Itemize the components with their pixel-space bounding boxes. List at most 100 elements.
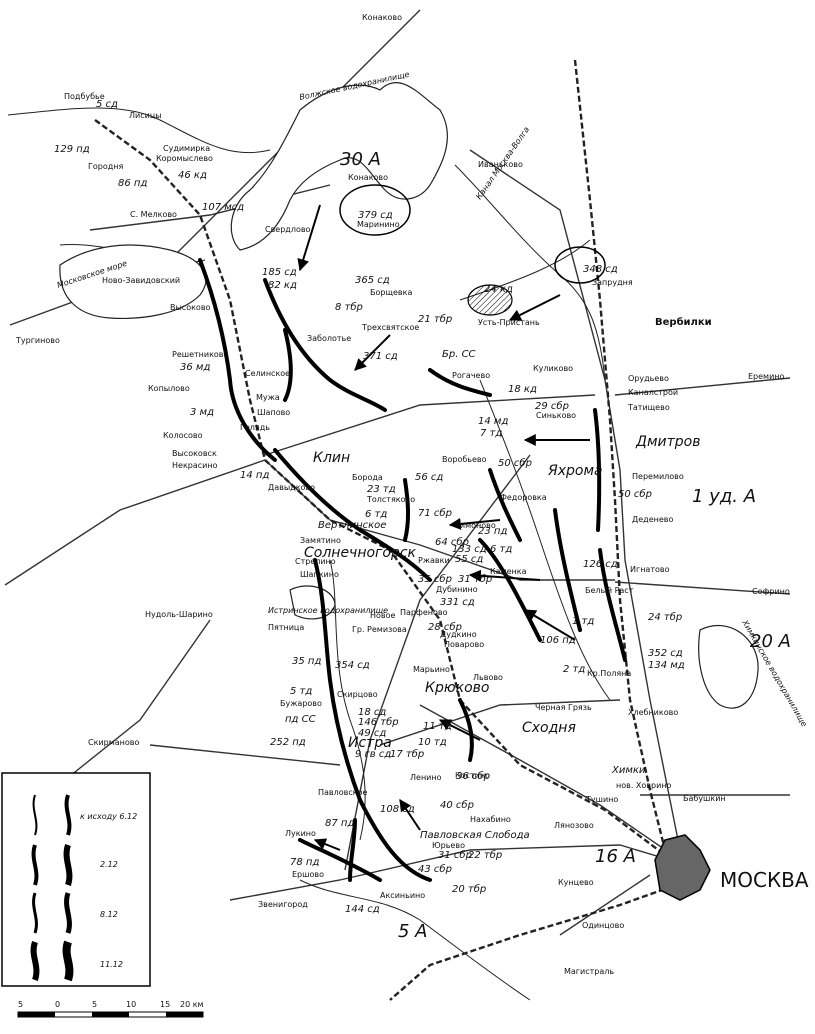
place-label: Деденево (632, 515, 673, 524)
place-label: Усть-Пристань (478, 318, 540, 327)
unit-379-circle (339, 184, 411, 236)
unit-label: 2 тд (563, 664, 585, 675)
place-label: Воробьево (442, 455, 487, 464)
place-label: Звенигород (258, 900, 308, 909)
army-30: 30 А (340, 149, 381, 170)
frontlines (198, 258, 627, 882)
place-label: Дубинино (436, 585, 478, 594)
place-label: Парфеново (400, 608, 448, 617)
unit-label: 9 гв сд (355, 749, 391, 760)
legend-label: к исходу 6.12 (80, 812, 137, 821)
place-label: Куликово (533, 364, 573, 373)
unit-label: 14 пд (240, 470, 269, 481)
legend: к исходу 6.12 2.12 8.12 11.12 (1, 772, 151, 987)
place-labels: Конаково Конаково Иваньково Свердлово Ма… (15, 13, 790, 976)
unit-label: 252 пд (270, 737, 306, 748)
place-label: Гр. Ремизова (352, 625, 407, 634)
place-label: Костино (455, 771, 490, 780)
unit-label: 144 сд (345, 904, 380, 915)
unit-label: 1 тд (572, 616, 594, 627)
unit-label: 365 сд (355, 275, 390, 286)
unit-label: 36 сбр (456, 770, 490, 782)
place-label: Софрино (752, 587, 790, 596)
legend-swatch-black (63, 844, 73, 886)
place-label: Городня (88, 162, 124, 171)
unit-label: 14 мд (478, 416, 508, 427)
unit-label: 43 сбр (418, 863, 452, 875)
legend-swatch-red (30, 940, 40, 981)
place-label: Некрасино (172, 461, 218, 470)
place-label: Голядь (240, 423, 270, 432)
unit-label: 18 сд (358, 707, 386, 718)
unit-label: 6 тд (365, 509, 387, 520)
scale-tick: 0 (55, 1000, 60, 1009)
legend-item: 11.12 (30, 940, 123, 982)
unit-label: 8 тбр (335, 301, 363, 313)
unit-label: 106 пд (540, 635, 576, 646)
unit-label: 3 мд (190, 407, 214, 418)
unit-label: 56 сд (415, 472, 443, 483)
army-1ud: 1 уд. А (692, 486, 756, 507)
place-label: Орудьево (628, 374, 669, 383)
place-label: Перемилово (632, 472, 684, 481)
place-label: Львово (473, 673, 503, 682)
unit-label: 185 сд (262, 267, 297, 278)
place-label: Гимоново (455, 521, 496, 530)
place-label: нов. Ховрино (616, 781, 672, 790)
unit-label: 11 тд (423, 721, 452, 732)
unit-label: 5 тд (290, 686, 312, 697)
place-label: Высоковск (172, 449, 217, 458)
place-label: Федоровка (500, 493, 547, 502)
unit-label: 55 сд (455, 554, 483, 565)
place-label: Бабушкин (683, 794, 726, 803)
unit-label: 24 кд (484, 284, 513, 295)
place-label: Тургиново (15, 336, 60, 345)
unit-label: 49 сд (358, 728, 386, 739)
unit-label: 78 пд (290, 857, 319, 868)
legend-item: к исходу 6.12 (32, 794, 137, 836)
unit-label: 18 кд (508, 384, 537, 395)
place-label: Свердлово (265, 225, 311, 234)
legend-swatch-black (64, 794, 72, 836)
unit-label: 17 тбр (390, 748, 424, 760)
legend-label: 8.12 (100, 910, 118, 919)
place-label: Ершово (292, 870, 324, 879)
unit-label: 29 сбр (535, 400, 569, 412)
place-label: Татищево (627, 403, 670, 412)
unit-label: 352 сд (648, 648, 683, 659)
place-label: Лисицы (129, 111, 162, 120)
unit-label: 50 сбр (498, 457, 532, 469)
scale-tick: 5 (18, 1000, 23, 1009)
unit-label: 379 сд (358, 210, 393, 221)
unit-label: 126 сд (583, 559, 618, 570)
place-label: Борщевка (370, 288, 412, 297)
place-label: Новое (370, 611, 396, 620)
place-label: Нудоль-Шарино (145, 610, 213, 619)
unit-label: 31 сбр (438, 849, 472, 861)
place-label: Заболотье (307, 334, 351, 343)
place-label: Магистраль (564, 967, 614, 976)
place-label: Павловское (318, 788, 367, 797)
city-solnechnogorsk: Солнечногорск (304, 545, 417, 561)
city-klin: Клин (313, 450, 350, 466)
city-dmitrov: Дмитров (635, 434, 700, 450)
unit-label: 134 мд (648, 660, 685, 671)
city-khimki: Химки (611, 765, 646, 776)
place-label: Лянозово (554, 821, 594, 830)
place-label: Черная Грязь (535, 703, 592, 712)
legend-swatch-red (32, 794, 38, 836)
place-label: Маринино (357, 220, 400, 229)
unit-label: 7 тд (480, 428, 502, 439)
unit-label: 108 сд (380, 804, 415, 815)
place-label: Еремино (748, 372, 785, 381)
place-label: Юрьево (432, 841, 465, 850)
place-label: Ново-Завидовский (102, 276, 180, 285)
place-label: Судимирка (163, 144, 210, 153)
unit-label: 23 тд (367, 484, 396, 495)
unit-label: 133 сд (452, 544, 487, 555)
place-label: Кр.Поляна (587, 669, 631, 678)
place-label: Аксиньино (380, 891, 425, 900)
unit-label: 35 пд (292, 656, 321, 667)
place-label: Ленино (410, 773, 442, 782)
unit-label: 82 кд (268, 280, 297, 291)
